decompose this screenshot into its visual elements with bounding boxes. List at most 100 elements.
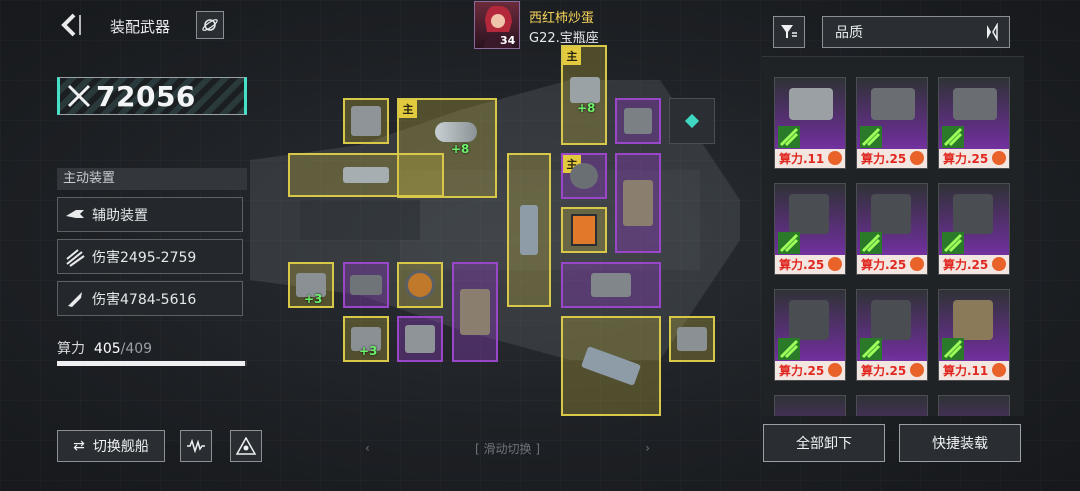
active-item-damage-2[interactable]: 伤害4784-5616 — [57, 281, 243, 316]
gear-icon — [828, 151, 842, 165]
filter-button[interactable] — [773, 16, 805, 48]
swipe-hint: ‹ [ 滑动切换 ] › — [365, 438, 650, 458]
missile-pod-icon — [435, 122, 477, 142]
inventory-card[interactable]: 算力.25 — [774, 183, 846, 275]
inventory-card[interactable]: 算力.25 — [938, 77, 1010, 169]
jet-icon — [66, 209, 84, 218]
weapon-slot[interactable]: +3 — [343, 316, 389, 362]
turret-icon — [871, 300, 911, 340]
delta-button[interactable] — [230, 430, 262, 462]
upgrade-badge-icon — [942, 338, 964, 360]
missile-box-icon — [296, 273, 326, 297]
card-compute: 算力.25 — [857, 255, 927, 274]
gatling-icon — [871, 88, 915, 120]
quick-equip-button[interactable]: 快捷装载 — [899, 424, 1021, 462]
quick-equip-label: 快捷装载 — [932, 436, 988, 452]
page-title: 装配武器 — [110, 18, 171, 36]
swap-icon: ⇄ — [73, 438, 85, 454]
active-item-label: 辅助装置 — [92, 207, 148, 224]
weapon-slot-main[interactable]: 主 — [561, 153, 607, 199]
active-devices-header: 主动装置 — [57, 168, 247, 190]
player-name: 西红柿炒蛋 — [529, 11, 595, 26]
upgrade-tag: +3 — [359, 344, 378, 358]
inventory-card[interactable] — [938, 395, 1010, 416]
weapon-slot[interactable] — [397, 262, 443, 308]
weapon-slot[interactable] — [561, 316, 661, 416]
crossed-swords-icon — [67, 84, 91, 108]
gear-icon — [828, 363, 842, 377]
cannon-icon — [405, 325, 435, 353]
diamond-slot-icon — [684, 113, 700, 129]
drone-bay-icon — [405, 270, 435, 300]
combat-power-box: 72056 — [57, 77, 247, 115]
card-compute: 算力.11 — [775, 149, 845, 168]
chevron-left-icon[interactable]: ‹ — [365, 441, 370, 455]
player-server: G22.宝瓶座 — [529, 31, 599, 46]
weapon-slot[interactable] — [397, 316, 443, 362]
inventory-card[interactable]: 算力.25 — [856, 183, 928, 275]
upgrade-badge-icon — [942, 232, 964, 254]
weapon-slot[interactable]: +3 — [288, 262, 334, 308]
chevron-right-icon[interactable]: › — [645, 441, 650, 455]
card-compute: 算力.25 — [857, 149, 927, 168]
weapon-slot-main[interactable]: 主 +8 — [397, 98, 497, 198]
upgrade-badge-icon — [860, 126, 882, 148]
weapon-slot[interactable] — [343, 98, 389, 144]
wave-button[interactable] — [180, 430, 212, 462]
weapon-slot[interactable] — [561, 207, 607, 253]
weapon-slot[interactable] — [343, 262, 389, 308]
unequip-all-button[interactable]: 全部卸下 — [763, 424, 885, 462]
planet-icon-button[interactable] — [196, 11, 224, 39]
rocket-rack-icon — [460, 289, 490, 335]
empty-slot[interactable] — [669, 98, 715, 144]
upgrade-badge-icon — [778, 232, 800, 254]
unequip-all-label: 全部卸下 — [796, 436, 852, 452]
waveform-icon — [187, 439, 205, 453]
missile-box-icon — [351, 327, 381, 351]
portrait-icon — [483, 5, 513, 48]
launcher-icon — [570, 77, 600, 103]
weapon-slot[interactable] — [507, 153, 551, 307]
weapon-slot[interactable] — [615, 98, 661, 144]
weapon-slot[interactable] — [452, 262, 498, 362]
active-item-auxiliary[interactable]: 辅助装置 — [57, 197, 243, 232]
inventory-card[interactable] — [774, 395, 846, 416]
inventory-panel[interactable]: 算力.11 算力.25 算力.25 算力.25 算力.25 算力.25 — [762, 56, 1024, 416]
upgrade-badge-icon — [778, 338, 800, 360]
gatling-icon — [570, 163, 598, 189]
switch-ship-button[interactable]: ⇄ 切换舰船 — [57, 430, 165, 462]
gear-icon — [992, 257, 1006, 271]
inventory-card[interactable]: 算力.11 — [774, 77, 846, 169]
railgun-icon — [343, 167, 389, 183]
card-compute: 算力.25 — [857, 361, 927, 380]
weapon-slot[interactable] — [288, 153, 444, 197]
commander-avatar[interactable] — [474, 1, 520, 49]
upgrade-tag: +8 — [451, 142, 470, 156]
combat-power-value: 72056 — [96, 79, 196, 113]
inventory-card[interactable]: 算力.25 — [856, 77, 928, 169]
weapon-slot[interactable] — [615, 153, 661, 253]
weapon-slot[interactable] — [561, 262, 661, 308]
compute-bar — [57, 361, 247, 366]
claw-slash-icon — [66, 248, 85, 267]
inventory-card[interactable]: 算力.25 — [938, 183, 1010, 275]
back-button[interactable] — [58, 12, 82, 38]
weapon-slot[interactable] — [669, 316, 715, 362]
active-item-damage-1[interactable]: 伤害2495-2759 — [57, 239, 243, 274]
active-item-label: 伤害4784-5616 — [92, 291, 197, 308]
railgun-icon — [520, 205, 538, 255]
inventory-card[interactable]: 算力.25 — [856, 289, 928, 381]
card-compute: 算力.25 — [775, 255, 845, 274]
main-tag: 主 — [563, 47, 581, 65]
sort-select[interactable]: 品质 — [822, 16, 1010, 48]
inventory-card[interactable]: 算力.25 — [774, 289, 846, 381]
swipe-hint-label: [ 滑动切换 ] — [474, 441, 540, 456]
inventory-card[interactable] — [856, 395, 928, 416]
compute-bar-fill — [57, 361, 246, 366]
inventory-card[interactable]: 算力.11 — [938, 289, 1010, 381]
turret-icon — [789, 194, 829, 234]
upgrade-tag: +3 — [304, 292, 323, 306]
card-compute: 算力.11 — [939, 361, 1009, 380]
gear-icon — [992, 151, 1006, 165]
weapon-slot-main[interactable]: 主 +8 — [561, 45, 607, 145]
